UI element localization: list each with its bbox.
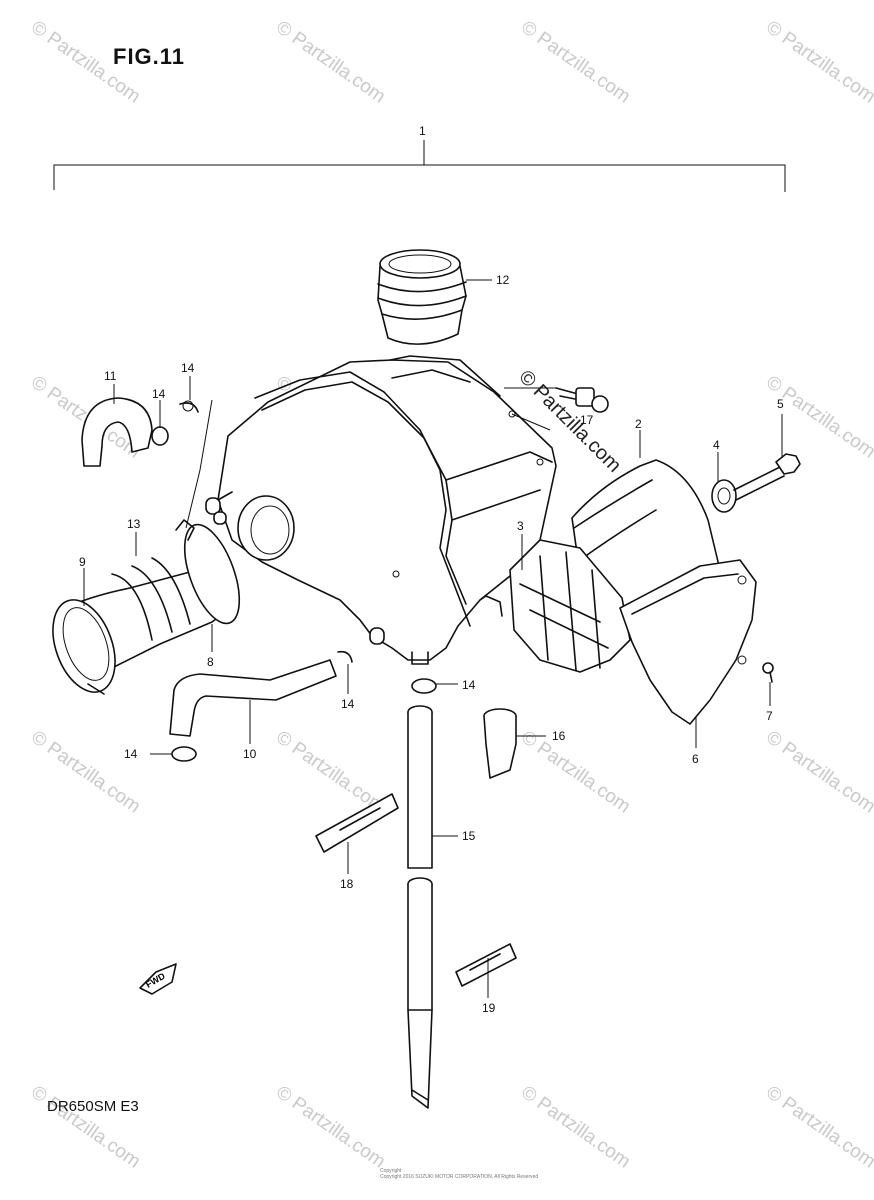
callout-14: 14 [341, 697, 355, 711]
callout-9: 9 [79, 555, 86, 569]
copyright-footer: Copyright Copyright 2016 SUZUKI MOTOR CO… [380, 1168, 538, 1180]
drain-hose [169, 659, 337, 737]
assembly-bracket [53, 140, 786, 192]
callout-labels: 1 2 3 4 5 6 7 8 9 10 11 12 13 14 14 14 1… [79, 124, 784, 1015]
hose-clips [171, 400, 437, 762]
drain-tube [407, 705, 433, 1109]
footer-line: Copyright 2016 SUZUKI MOTOR CORPORATION,… [380, 1174, 539, 1180]
watermark: © Partzilla.com [762, 727, 874, 818]
watermark: © Partzilla.com [762, 372, 874, 463]
callout-14: 14 [152, 387, 166, 401]
watermark: © Partzilla.com [27, 727, 144, 818]
footer-line: Copyright [380, 1168, 402, 1174]
watermark: © Partzilla.com [272, 1082, 389, 1173]
callout-14: 14 [462, 678, 476, 692]
watermark: © Partzilla.com [762, 17, 874, 108]
tube-clamps [315, 793, 517, 987]
watermark: © Partzilla.com [762, 1082, 874, 1173]
bolt-part [555, 387, 609, 413]
callout-5: 5 [777, 397, 784, 411]
intake-duct [52, 519, 241, 695]
callout-1: 1 [419, 124, 426, 138]
callout-6: 6 [692, 752, 699, 766]
watermark: © Partzilla.com [517, 17, 634, 108]
callout-3: 3 [517, 519, 524, 533]
callout-19: 19 [482, 1001, 496, 1015]
callout-8: 8 [207, 655, 214, 669]
air-cleaner-case [205, 355, 557, 665]
callout-14: 14 [124, 747, 138, 761]
callout-4: 4 [713, 438, 720, 452]
callout-15: 15 [462, 829, 476, 843]
breather-hose [81, 397, 199, 467]
screw-and-washer [711, 453, 801, 513]
callout-16: 16 [552, 729, 566, 743]
model-code: DR650SM E3 [47, 1098, 139, 1115]
watermark: © Partzilla.com [27, 1082, 144, 1173]
figure-title: FIG.11 [113, 44, 186, 69]
forward-arrow-icon: FWD [139, 963, 177, 995]
callout-11: 11 [104, 369, 117, 383]
filter-cage [509, 539, 631, 673]
watermark: © Partzilla.com [272, 727, 389, 818]
intake-boot-part [377, 249, 467, 345]
callout-17: 17 [580, 413, 594, 427]
callout-7: 7 [766, 709, 773, 723]
callout-10: 10 [243, 747, 257, 761]
cover-screw [762, 662, 774, 683]
callout-2: 2 [635, 417, 642, 431]
callout-leaders [83, 279, 783, 998]
callout-14: 14 [181, 361, 195, 375]
watermark: © Partzilla.com [272, 17, 389, 108]
watermark: © Partzilla.com [517, 1082, 634, 1173]
callout-13: 13 [127, 517, 141, 531]
callout-12: 12 [496, 273, 510, 287]
drain-plug [483, 708, 517, 779]
callout-18: 18 [340, 877, 354, 891]
watermark: © Partzilla.com [517, 727, 634, 818]
watermark: © Partzilla.com [27, 17, 144, 108]
filter-cover [619, 559, 757, 725]
